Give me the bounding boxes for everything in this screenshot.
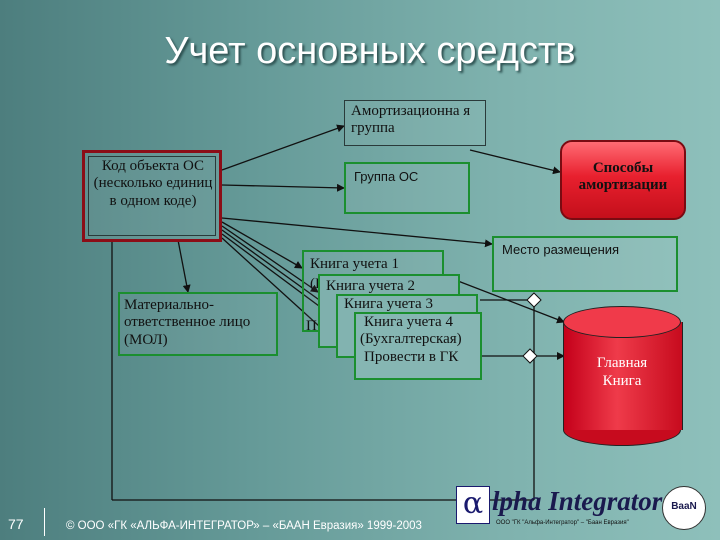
junction-diamond — [526, 292, 542, 308]
slide-title: Учет основных средств — [164, 30, 576, 72]
connector-to-book1 — [221, 221, 303, 269]
baan-badge: BaaN — [662, 486, 706, 530]
object-code-label: Код объекта ОС (несколько единиц в одном… — [93, 158, 213, 209]
footer-divider — [44, 508, 45, 536]
book1-label: Книга учета 1 — [310, 256, 399, 272]
connector-group-methods — [469, 149, 561, 175]
connector-to-mol — [177, 239, 191, 293]
slide-number: 77 — [8, 516, 24, 532]
book4-label: Книга учета 4 — [364, 314, 453, 330]
methods-box: Способы амортизации — [560, 140, 686, 220]
placement-box: Место размещения — [492, 236, 678, 292]
methods-label: Способы амортизации — [578, 160, 668, 194]
ledger-cylinder-top — [563, 306, 681, 338]
connector-to-placement — [221, 217, 493, 248]
footer-copyright: © ООО «ГК «АЛЬФА-ИНТЕГРАТОР» – «БААН Евр… — [66, 520, 422, 532]
amort-group-box: Амортизационна я группа — [344, 100, 486, 146]
book3-tail: П — [306, 318, 317, 334]
logo-tagline: ООО "ГК "Альфа-Интегратор" – "Баан Евраз… — [496, 520, 629, 526]
mol-label: Материально-ответственное лицо (МОЛ) — [124, 297, 251, 348]
mol-box: Материально-ответственное лицо (МОЛ) — [118, 292, 278, 356]
junction-diamond — [522, 348, 538, 364]
connector-to-amort-group — [221, 124, 345, 171]
ledger-label: Главная Книга — [596, 355, 648, 389]
connector-to-book3 — [221, 229, 337, 313]
os-group-label: Группа ОС — [354, 169, 419, 184]
connector-books-ledger — [444, 275, 565, 324]
book3-label: Книга учета 3 — [344, 296, 433, 312]
connector-to-os-group — [221, 183, 345, 192]
alpha-integrator-logo: α lpha Integrator ООО "ГК "Альфа-Интегра… — [456, 484, 712, 538]
alpha-symbol: α — [456, 486, 490, 524]
object-code-box: Код объекта ОС (несколько единиц в одном… — [82, 150, 222, 242]
ledger-cylinder-body — [563, 322, 683, 430]
baan-badge-text: BaaN — [671, 501, 697, 512]
book4-line2: (Бухгалтерская) — [360, 331, 462, 348]
os-group-box: Группа ОС — [344, 162, 470, 214]
logo-name: lpha Integrator — [492, 486, 663, 516]
amort-group-label: Амортизационна я группа — [351, 103, 471, 137]
book4-line3: Провести в ГК — [364, 348, 459, 365]
book2-label: Книга учета 2 — [326, 278, 415, 294]
book4-box: Книга учета 4 (Бухгалтерская) Провести в… — [354, 312, 482, 380]
placement-label: Место размещения — [502, 242, 620, 257]
